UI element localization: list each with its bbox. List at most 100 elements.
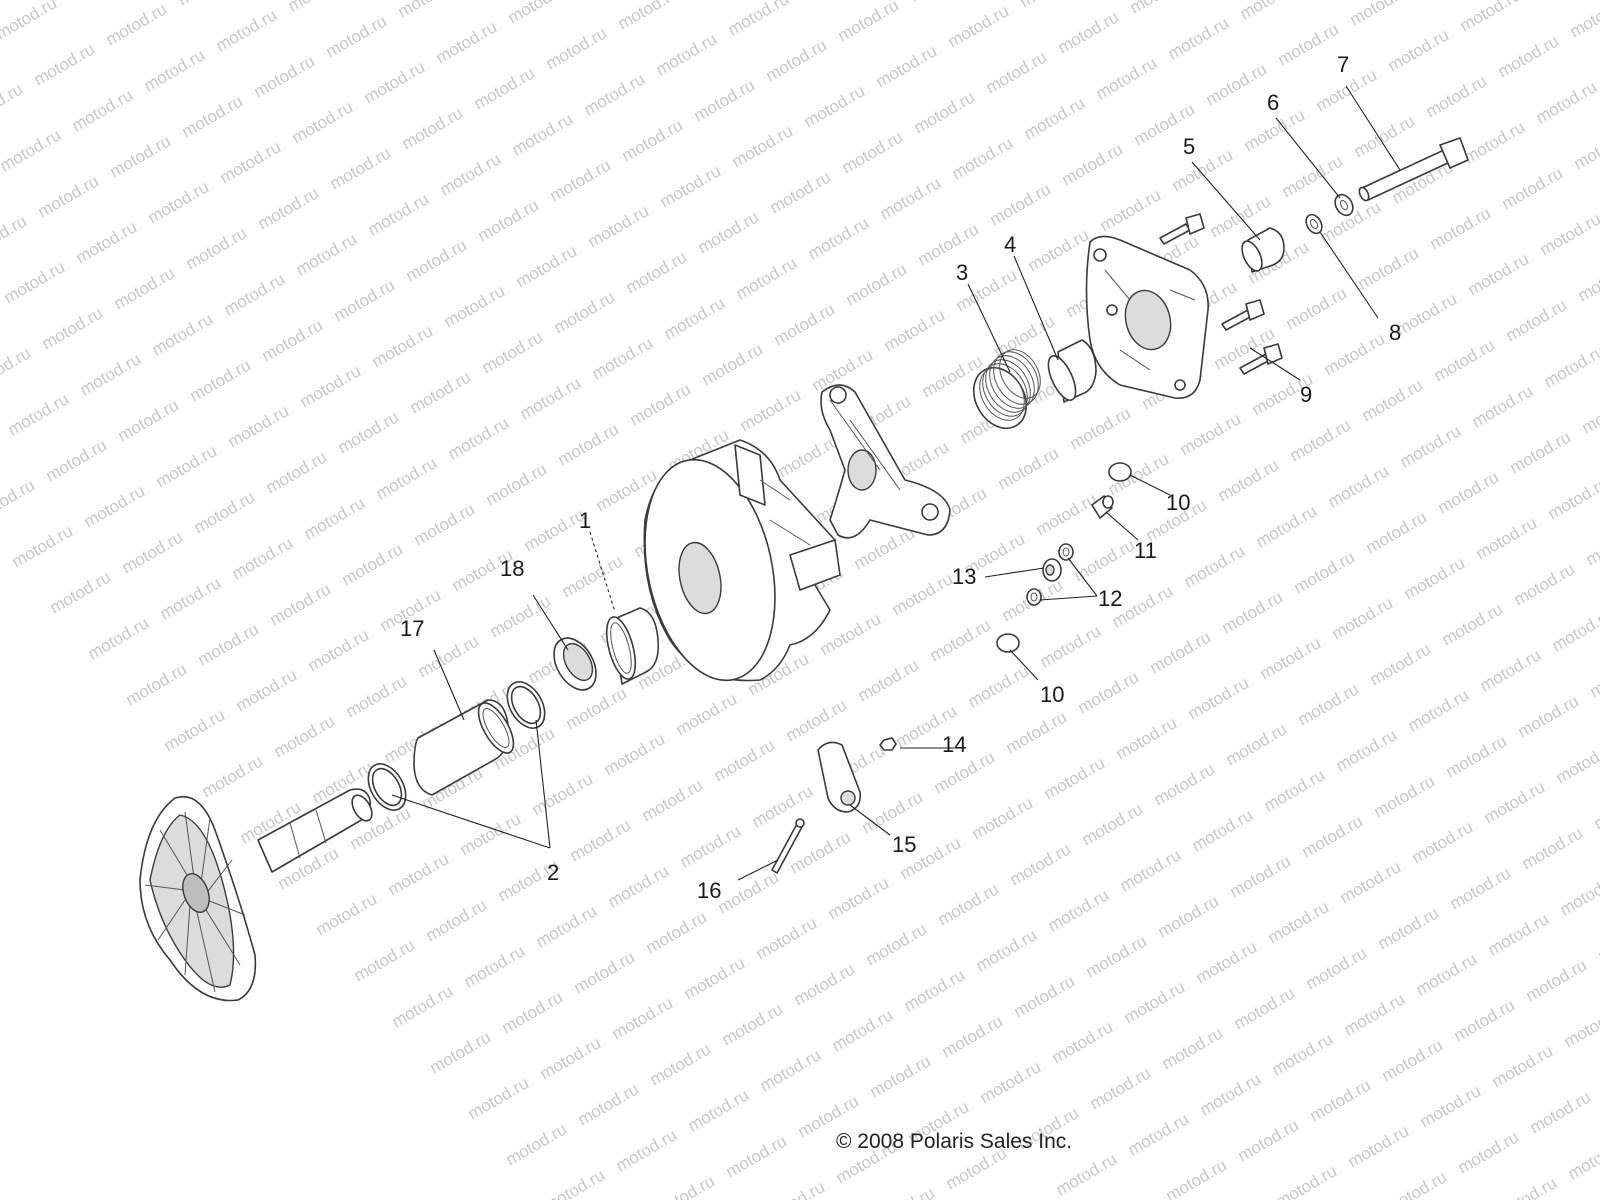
watermark-text: motod.ru: [267, 579, 335, 629]
watermark-text: motod.ru: [1127, 0, 1195, 17]
callout-6: 6: [1267, 90, 1279, 115]
callout-17: 17: [400, 616, 424, 641]
watermark-text: motod.ru: [1405, 685, 1473, 735]
watermark-text: motod.ru: [877, 173, 945, 223]
watermark-text: motod.ru: [1193, 937, 1261, 987]
watermark-text: motod.ru: [1567, 0, 1600, 41]
watermark-text: motod.ru: [533, 901, 601, 951]
watermark-text: motod.ru: [1045, 885, 1113, 935]
watermark-text: motod.ru: [677, 821, 745, 871]
watermark-text: motod.ru: [1189, 805, 1257, 855]
watermark-text: motod.ru: [1565, 1133, 1600, 1183]
watermark-text: motod.ru: [1553, 737, 1600, 787]
watermark-text: motod.ru: [863, 919, 931, 969]
watermark-text: motod.ru: [1519, 823, 1587, 873]
watermark-text: motod.ru: [457, 809, 525, 859]
watermark-text: motod.ru: [673, 689, 741, 739]
watermark-text: motod.ru: [5, 389, 73, 439]
watermark-text: motod.ru: [775, 431, 843, 481]
watermark-text: motod.ru: [1041, 753, 1109, 803]
watermark-text: motod.ru: [801, 81, 869, 131]
watermark-text: motod.ru: [585, 201, 653, 251]
callout-2: 2: [547, 860, 559, 885]
watermark-text: motod.ru: [1417, 1081, 1485, 1131]
watermark-text: motod.ru: [1439, 599, 1507, 649]
watermark-text: motod.ru: [1265, 897, 1333, 947]
spacer-tube: [413, 699, 515, 796]
callout-11: 11: [1134, 538, 1157, 563]
watermark-text: motod.ru: [1163, 1155, 1231, 1200]
watermark-text: motod.ru: [973, 925, 1041, 975]
watermark-text: motod.ru: [1273, 1161, 1341, 1200]
watermark-text: motod.ru: [619, 115, 687, 165]
watermark-text: motod.ru: [529, 769, 597, 819]
watermark-text: motod.ru: [771, 299, 839, 349]
watermark-text: motod.ru: [901, 965, 969, 1015]
roller-washer-lower: [1026, 588, 1042, 606]
watermark-text: motod.ru: [1481, 777, 1549, 827]
watermark-text: motod.ru: [1337, 857, 1405, 907]
watermark-text: motod.ru: [1495, 31, 1563, 81]
watermark-text: motod.ru: [613, 1125, 681, 1175]
callout-1: 1: [579, 508, 591, 533]
watermark-text: motod.ru: [389, 981, 457, 1031]
watermark-text: motod.ru: [255, 183, 323, 233]
watermark-text: motod.ru: [1021, 93, 1089, 143]
watermark-text: motod.ru: [1295, 679, 1363, 729]
watermark-text: motod.ru: [1185, 673, 1253, 723]
watermark-text: motod.ru: [791, 959, 859, 1009]
watermark-text: motod.ru: [119, 527, 187, 577]
watermark-text: motod.ru: [581, 69, 649, 119]
watermark-text: motod.ru: [403, 235, 471, 285]
watermark-text: motod.ru: [1151, 759, 1219, 809]
watermark-text: motod.ru: [685, 1085, 753, 1135]
watermark-text: motod.ru: [1489, 1041, 1557, 1091]
watermark-text: motod.ru: [1025, 225, 1093, 275]
watermark-text: motod.ru: [927, 615, 995, 665]
watermark-text: motod.ru: [301, 493, 369, 543]
watermark-text: motod.ru: [1435, 467, 1503, 517]
watermark-text: motod.ru: [1473, 513, 1541, 563]
watermark-text: motod.ru: [1355, 243, 1423, 293]
watermark-text: motod.ru: [1431, 335, 1499, 385]
watermark-text: motod.ru: [331, 275, 399, 325]
watermark-text: motod.ru: [699, 339, 767, 389]
watermark-text: motod.ru: [1231, 983, 1299, 1033]
watermark-text: motod.ru: [733, 253, 801, 303]
watermark-text: motod.ru: [415, 631, 483, 681]
watermark-text: motod.ru: [1325, 461, 1393, 511]
watermark-text: motod.ru: [1257, 633, 1325, 683]
roller-cap-upper: [1108, 462, 1132, 482]
watermark-text: motod.ru: [115, 395, 183, 445]
watermark-text: motod.ru: [179, 91, 247, 141]
watermark-text: motod.ru: [1561, 1001, 1600, 1051]
callout-9: 9: [1300, 382, 1312, 407]
watermark-text: motod.ru: [825, 873, 893, 923]
watermark-text: motod.ru: [995, 443, 1063, 493]
watermark-text: motod.ru: [761, 1177, 829, 1200]
spider: [820, 384, 951, 539]
watermark-text: motod.ru: [107, 131, 175, 181]
watermark-text: motod.ru: [1363, 507, 1431, 557]
watermark-text: motod.ru: [323, 11, 391, 61]
watermark-text: motod.ru: [1537, 209, 1600, 259]
watermark-text: motod.ru: [1423, 71, 1491, 121]
watermark-text: motod.ru: [1541, 341, 1600, 391]
watermark-text: motod.ru: [183, 223, 251, 273]
watermark-text: motod.ru: [695, 207, 763, 257]
watermark-text: motod.ru: [407, 367, 475, 417]
watermark-text: motod.ru: [1457, 0, 1525, 35]
watermark-text: motod.ru: [559, 551, 627, 601]
watermark-text: motod.ru: [647, 1039, 715, 1089]
watermark-text: motod.ru: [1367, 639, 1435, 689]
watermark-text: motod.ru: [651, 1171, 719, 1200]
watermark-text: motod.ru: [1059, 139, 1127, 189]
watermark-text: motod.ru: [1083, 931, 1151, 981]
watermark-text: motod.ru: [1169, 145, 1237, 195]
watermark-text: motod.ru: [517, 373, 585, 423]
watermark-text: motod.ru: [1385, 25, 1453, 75]
watermark-text: motod.ru: [855, 655, 923, 705]
watermark-text: motod.ru: [1147, 627, 1215, 677]
watermark-text: motod.ru: [1545, 473, 1600, 523]
watermark-text: motod.ru: [605, 861, 673, 911]
